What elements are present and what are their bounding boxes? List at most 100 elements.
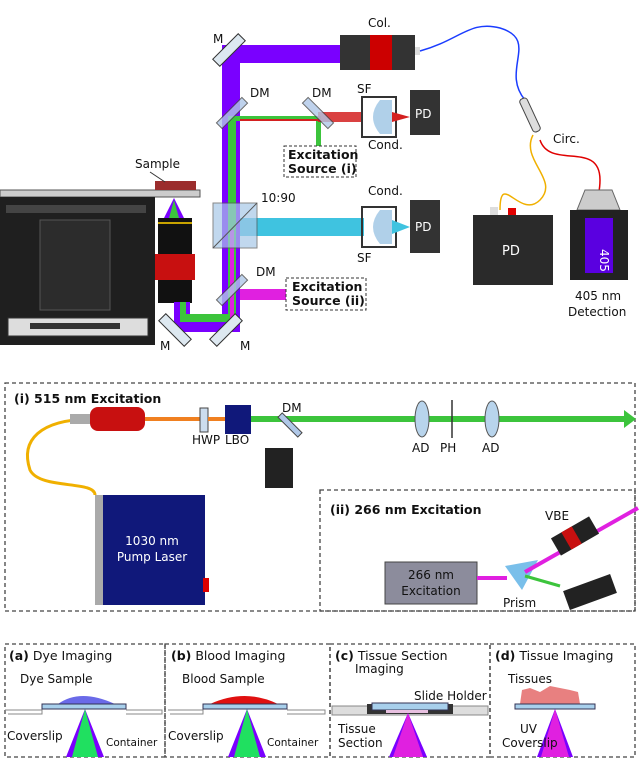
- dm-i: [277, 412, 303, 438]
- svg-text:AD: AD: [482, 441, 499, 455]
- pump-fiber: [26, 417, 97, 496]
- mirror-top: [212, 33, 246, 67]
- svg-text:Container: Container: [267, 737, 319, 749]
- collimator: [340, 35, 420, 70]
- detection-label-2: Detection: [568, 305, 626, 319]
- cond-label-upper: Cond.: [368, 138, 403, 152]
- photodiode-upper: [410, 90, 440, 135]
- microscope-stage: [0, 189, 201, 345]
- dichroic-2: [301, 96, 335, 130]
- svg-text:(b) Blood Imaging: (b) Blood Imaging: [171, 648, 285, 663]
- svg-text:Pump Laser: Pump Laser: [117, 550, 187, 564]
- svg-text:Source (i): Source (i): [288, 161, 357, 176]
- svg-text:DM: DM: [282, 401, 302, 415]
- svg-text:VBE: VBE: [545, 509, 569, 523]
- svg-text:Coverslip: Coverslip: [168, 729, 224, 743]
- svg-text:PD: PD: [502, 244, 520, 259]
- sample-label: Sample: [135, 157, 180, 171]
- panel-d: (d) Tissue Imaging Tissues UV Coverslip: [489, 643, 636, 758]
- green-beam: [251, 416, 626, 422]
- dichroic-1: [215, 96, 249, 130]
- panel-i-title: (i) 515 nm Excitation: [14, 391, 161, 406]
- svg-text:(d) Tissue Imaging: (d) Tissue Imaging: [495, 648, 613, 663]
- dm-label-2: DM: [312, 86, 332, 100]
- svg-text:HWP: HWP: [192, 433, 220, 447]
- svg-text:266 nm: 266 nm: [408, 568, 454, 582]
- detector-405: 405: [570, 189, 628, 280]
- dm-label-1: DM: [250, 86, 270, 100]
- filter-label: 405: [597, 249, 611, 272]
- svg-text:Tissues: Tissues: [507, 672, 552, 686]
- ad-lens-2: [484, 400, 500, 438]
- sample-block: [155, 181, 196, 190]
- pd-box: PD: [473, 207, 553, 285]
- dichroic-3: [215, 273, 249, 307]
- panel-c: (c) Tissue Section Imaging Slide Holder …: [329, 643, 491, 758]
- objective-lens: [155, 198, 195, 303]
- svg-text:LBO: LBO: [225, 433, 249, 447]
- pump-beam: [145, 417, 207, 421]
- mirror-bottom-left: [158, 313, 192, 347]
- main-setup: Sample M: [0, 16, 628, 353]
- panel-515nm: (i) 515 nm Excitation HWP LBO DM AD PH A…: [4, 382, 636, 612]
- svg-text:Tissue: Tissue: [337, 722, 376, 736]
- mirror-label-br: M: [240, 339, 250, 353]
- svg-text:1030 nm: 1030 nm: [125, 534, 179, 548]
- collimator-label: Col.: [368, 16, 391, 30]
- beam-dump: [265, 448, 293, 488]
- svg-text:UV: UV: [520, 722, 538, 736]
- svg-text:Container: Container: [106, 737, 158, 749]
- svg-text:Coverslip: Coverslip: [7, 729, 63, 743]
- svg-text:Imaging: Imaging: [355, 662, 404, 676]
- panel-b: (b) Blood Imaging Blood Sample Coverslip…: [164, 643, 331, 758]
- detection-label-1: 405 nm: [575, 289, 621, 303]
- svg-text:PH: PH: [440, 441, 456, 455]
- panel-a: (a) Dye Imaging Dye Sample Coverslip Con…: [4, 643, 166, 758]
- ad-lens-1: [414, 400, 430, 438]
- svg-text:(c) Tissue Section: (c) Tissue Section: [335, 648, 448, 663]
- svg-text:Prism: Prism: [503, 596, 536, 610]
- uv-laser: [384, 561, 478, 605]
- pump-laser: 1030 nm Pump Laser: [95, 495, 209, 605]
- svg-text:Section: Section: [338, 736, 383, 750]
- svg-text:Coverslip: Coverslip: [502, 736, 558, 750]
- pd-label-upper: PD: [415, 107, 431, 121]
- laser-head: [90, 407, 145, 431]
- sf-label-lower: SF: [357, 251, 372, 265]
- svg-text:AD: AD: [412, 441, 429, 455]
- condenser-lower: [361, 206, 410, 248]
- mirror-label-top: M: [213, 32, 223, 46]
- hwp: [199, 407, 209, 433]
- photodiode-lower: [410, 200, 440, 253]
- splitter-ratio-label: 10:90: [261, 191, 296, 205]
- circulator: [519, 97, 541, 133]
- pd-label-lower: PD: [415, 220, 431, 234]
- svg-text:Blood Sample: Blood Sample: [182, 672, 265, 686]
- svg-text:Excitation: Excitation: [288, 147, 358, 162]
- mirror-bottom-right: [209, 313, 243, 347]
- mirror-label-bl: M: [160, 339, 170, 353]
- lbo-crystal: [225, 405, 251, 434]
- svg-text:Dye Sample: Dye Sample: [20, 672, 93, 686]
- svg-text:(a) Dye Imaging: (a) Dye Imaging: [9, 648, 112, 663]
- panel-266nm: (ii) 266 nm Excitation 266 nm Excitation…: [319, 489, 639, 612]
- svg-text:Excitation: Excitation: [292, 279, 362, 294]
- sf-label-upper: SF: [357, 82, 372, 96]
- cond-label-lower: Cond.: [368, 184, 403, 198]
- fiber-connector: [70, 414, 90, 424]
- beam-dump-ii: [563, 574, 617, 610]
- circulator-label: Circ.: [553, 132, 580, 146]
- svg-text:Excitation: Excitation: [401, 584, 460, 598]
- panel-ii-title: (ii) 266 nm Excitation: [330, 502, 482, 517]
- svg-text:Slide Holder: Slide Holder: [414, 689, 487, 703]
- condenser-upper: [361, 96, 410, 138]
- excitation-source-ii: Excitation Source (ii): [285, 277, 367, 311]
- dm-label-3: DM: [256, 265, 276, 279]
- excitation-source-i: Excitation Source (i): [283, 145, 358, 178]
- fiber-network: [419, 25, 601, 211]
- beam-splitter: [212, 202, 258, 249]
- vbe: [550, 516, 600, 556]
- svg-text:Source (ii): Source (ii): [292, 293, 365, 308]
- prism: [505, 560, 538, 590]
